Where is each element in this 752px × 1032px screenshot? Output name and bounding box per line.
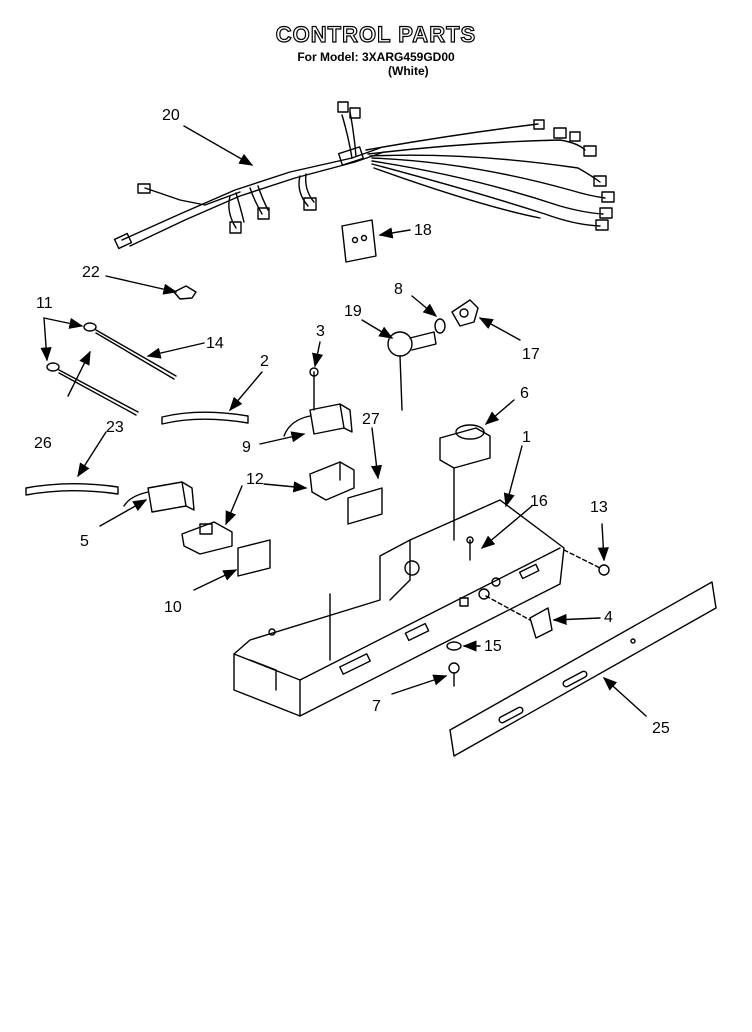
switch-9 [283,367,353,437]
callout-26: 26 [34,435,52,452]
label-10 [237,539,271,577]
callout-4: 4 [604,609,613,626]
callout-22: 22 [82,264,100,281]
callout-17: 17 [522,346,540,363]
callout-25: 25 [652,720,670,737]
callout-3: 3 [316,323,325,340]
screw-7 [448,662,460,687]
callout-27: 27 [362,411,380,428]
switch-12-lower [181,521,233,555]
socket-ring [434,318,446,334]
label-27 [347,487,383,525]
control-housing [233,499,565,717]
color-line: (White) [388,64,429,78]
clip [173,285,197,300]
callout-14: 14 [206,335,224,352]
screw-13 [563,549,610,576]
wire-harness [113,101,615,250]
callout-12: 12 [246,471,264,488]
callout-13: 13 [590,499,608,516]
callout-23: 23 [106,419,124,436]
tube-2 [161,411,249,425]
callout-2: 2 [260,353,269,370]
screw-16 [466,536,474,561]
callout-8: 8 [394,281,403,298]
callout-19: 19 [344,303,362,320]
switch-12-upper [309,461,355,501]
leader-lines [40,125,647,717]
light-bulb [387,331,437,411]
trim-strip [449,581,717,757]
callout-7: 7 [372,698,381,715]
bracket-4 [485,595,553,639]
callout-9: 9 [242,439,251,456]
tube-23 [25,483,119,496]
callout-18: 18 [414,222,432,239]
callout-6: 6 [520,385,529,402]
lamp-holder [451,299,479,327]
page-title: CONTROL PARTS [275,21,477,47]
title-block: CONTROL PARTS [0,21,752,48]
callout-numbers: 20 18 22 8 11 19 3 14 2 17 6 27 9 26 23 … [34,107,670,737]
callout-5: 5 [80,533,89,550]
capillary-tubes [46,322,177,416]
washer-15 [446,641,462,651]
callout-20: 20 [162,107,180,124]
model-line: For Model: 3XARG459GD00 [297,50,455,64]
callout-11: 11 [36,295,53,312]
defrost-timer [439,424,491,541]
callout-1: 1 [522,429,531,446]
switch-5 [123,481,195,513]
callout-16: 16 [530,493,548,510]
callout-15: 15 [484,638,502,655]
callout-10: 10 [164,599,182,616]
heater-plate [341,219,377,263]
